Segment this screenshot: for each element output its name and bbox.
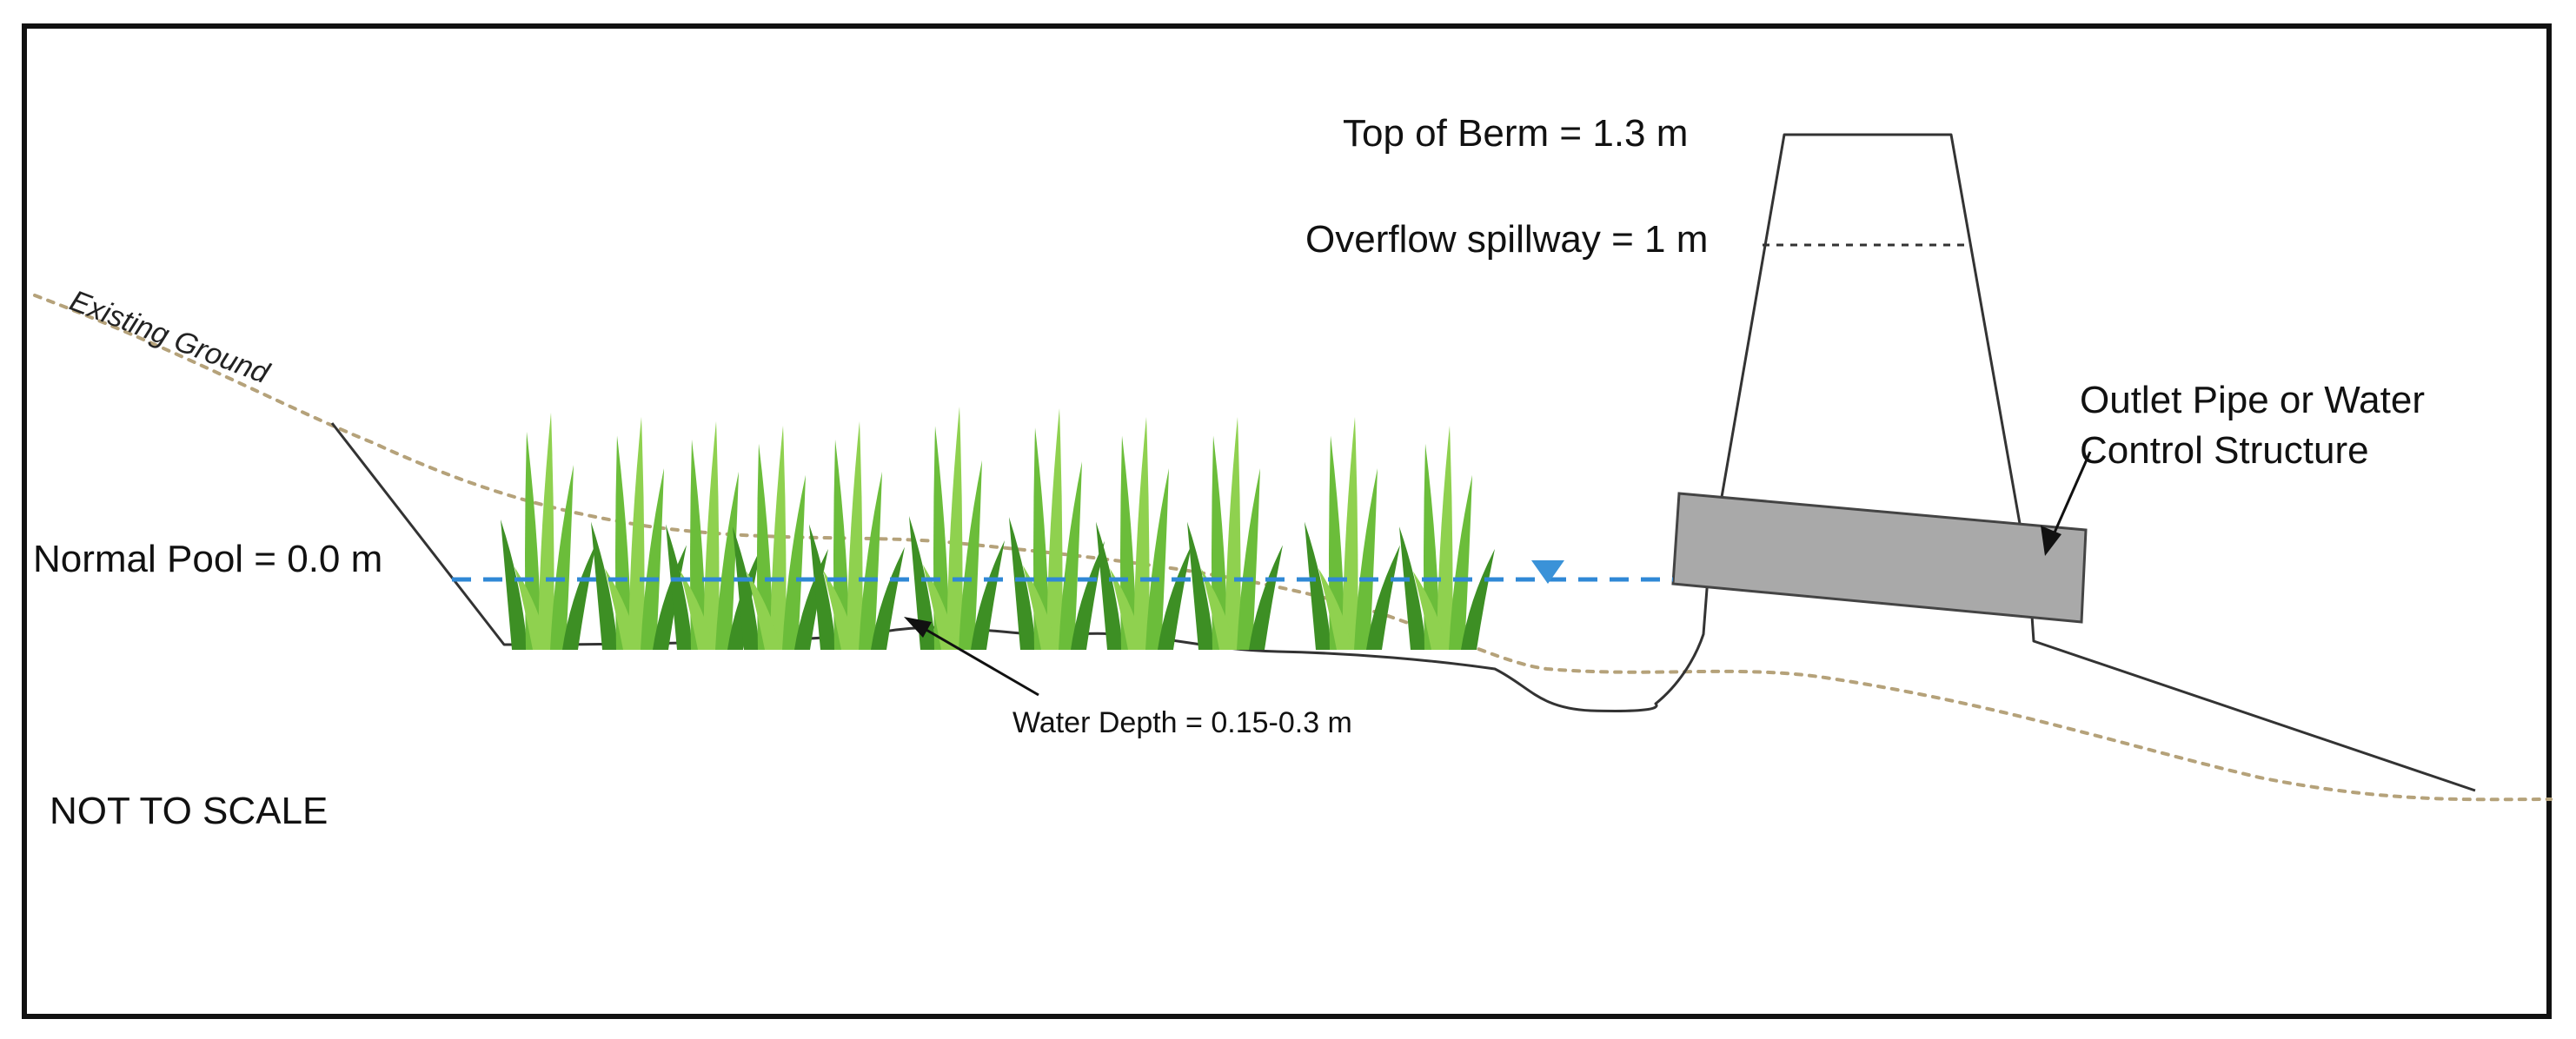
outlet-arrow: [2041, 451, 2092, 556]
plant-leaf: [1437, 426, 1453, 650]
wetland-plant: [809, 421, 905, 650]
water-depth-label: Water Depth = 0.15-0.3 m: [1012, 706, 1352, 739]
plant-leaf: [1305, 521, 1331, 650]
plant-leaf: [871, 546, 905, 650]
plant-leaf: [959, 460, 982, 650]
plant-leaf: [1046, 408, 1063, 650]
plant-leaf: [1354, 467, 1378, 650]
plant-leaf: [1461, 548, 1495, 650]
plant-leaf: [550, 465, 574, 650]
plant-leaf: [1201, 568, 1235, 650]
wetland-plant: [501, 413, 596, 650]
wetland-plants: [501, 407, 1495, 650]
plant-leaf: [562, 543, 596, 650]
plant-leaf: [1237, 467, 1260, 650]
normal-pool-label: Normal Pool = 0.0 m: [33, 538, 382, 580]
plant-leaf: [1059, 461, 1082, 650]
wetland-plant: [909, 407, 1005, 650]
plant-leaf: [747, 571, 780, 650]
wetland-plant: [1009, 408, 1105, 650]
plant-leaf: [501, 519, 528, 650]
outlet-label-line2: Control Structure: [2080, 429, 2369, 472]
wetland-plant: [1399, 426, 1495, 650]
plant-leaf: [680, 569, 714, 650]
plant-leaf: [1187, 521, 1214, 650]
plant-leaf: [703, 421, 720, 650]
plant-leaf: [846, 421, 863, 650]
overflow-spillway-label: Overflow spillway = 1 m: [1305, 218, 1708, 261]
plant-leaf: [715, 471, 739, 650]
plant-leaf: [809, 524, 836, 650]
plant-leaf: [1413, 571, 1447, 650]
water-level-triangle-icon: [1531, 560, 1564, 584]
plant-leaf: [733, 526, 760, 650]
plant-leaf: [1009, 517, 1036, 650]
wetland-plant: [1187, 417, 1283, 650]
diagram-frame: [22, 23, 2552, 1019]
plant-leaf: [1071, 540, 1105, 650]
plant-leaf: [770, 426, 787, 650]
plant-leaf: [823, 569, 857, 650]
plant-leaf: [971, 540, 1005, 650]
plant-leaf: [641, 467, 664, 650]
plant-leaf: [1249, 545, 1283, 650]
plant-leaf: [1023, 565, 1057, 650]
plant-leaf: [946, 407, 963, 650]
plant-leaf: [1096, 521, 1123, 650]
plant-leaf: [1399, 526, 1426, 650]
top-of-berm-label: Top of Berm = 1.3 m: [1343, 112, 1688, 155]
plant-leaf: [591, 521, 618, 650]
wetland-plant: [733, 426, 828, 650]
plant-leaf: [1366, 545, 1400, 650]
plant-leaf: [1318, 568, 1352, 650]
plant-leaf: [1342, 417, 1358, 650]
plant-leaf: [1145, 467, 1169, 650]
plant-leaf: [923, 565, 957, 650]
outlet-pipe: [1671, 492, 2088, 624]
wetland-bottom-profile: [330, 422, 1710, 712]
plant-leaf: [1225, 417, 1241, 650]
plant-leaf: [628, 417, 645, 650]
plant-leaf: [1158, 545, 1192, 650]
not-to-scale-note: NOT TO SCALE: [50, 790, 328, 832]
plant-leaf: [1110, 568, 1144, 650]
plant-leaf: [1133, 417, 1150, 650]
plant-leaf: [1449, 474, 1472, 650]
plant-leaf: [515, 566, 548, 650]
plant-leaf: [538, 413, 554, 650]
wetland-plant: [666, 421, 761, 650]
outlet-label-line1: Outlet Pipe or Water: [2080, 379, 2425, 421]
plant-leaf: [666, 524, 693, 650]
existing-ground-line: [33, 294, 2553, 802]
wetland-plant: [1096, 417, 1192, 650]
plant-leaf: [605, 568, 639, 650]
plant-leaf: [859, 471, 882, 650]
wetland-plant: [1305, 417, 1400, 650]
plant-leaf: [782, 474, 806, 650]
plant-leaf: [909, 516, 936, 650]
water-depth-arrow: [904, 617, 1039, 697]
